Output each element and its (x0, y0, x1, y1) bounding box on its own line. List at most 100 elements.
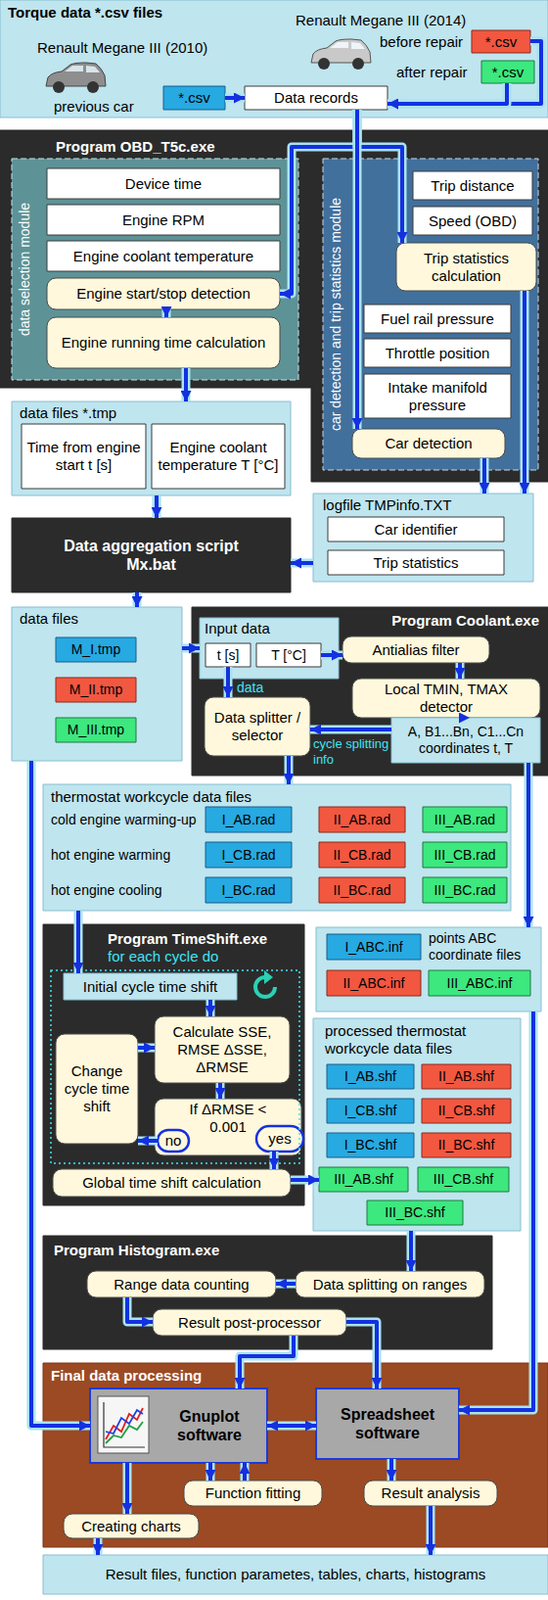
panel-title: logfile TMPinfo.TXT (322, 496, 529, 514)
process-box: Engine start/stop detection (46, 277, 280, 310)
connector (290, 560, 314, 565)
data-box: Speed (OBD) (412, 206, 533, 235)
process-box: Car detection (352, 428, 505, 458)
connector-group (225, 97, 245, 99)
connector-halo (387, 83, 507, 104)
process-box-shape (154, 1015, 290, 1083)
file-box-shape (421, 1132, 511, 1157)
decision-oval: no (157, 1129, 189, 1151)
box-label: Antialias filter (371, 640, 459, 659)
program-panel: Range data countingData splitting on ran… (43, 1234, 493, 1349)
data-box: Data records (244, 86, 388, 110)
process-box-shape (63, 1512, 199, 1538)
car-wheel (87, 81, 99, 93)
box-label: I_AB.shf (344, 1067, 397, 1085)
file-box-shape (471, 30, 531, 53)
connector-group (156, 495, 158, 518)
group-panel-shape (199, 617, 339, 679)
connector-halo (74, 910, 84, 973)
box-label: III_AB.shf (333, 1170, 394, 1188)
loop-boundary (50, 969, 300, 1163)
file-box-shape (55, 637, 137, 662)
connector (355, 109, 360, 429)
connector (242, 1461, 247, 1480)
module-label: data selection module (11, 158, 38, 380)
panel-title: Program OBD_T5c.exe (55, 137, 272, 156)
connector-group (524, 290, 526, 494)
group-panel: t [s]T [°C]Input data (199, 617, 339, 679)
group-panel-shape (11, 606, 183, 761)
data-box: Time from engine start t [s] (21, 423, 146, 489)
box-label: II_CB.shf (438, 1101, 496, 1119)
connector-halo (123, 1461, 133, 1513)
connector-group (137, 592, 138, 607)
data-box: T [°C] (256, 642, 321, 667)
box-label: Function fitting (205, 1483, 302, 1502)
data-box-shape (205, 642, 251, 667)
connector (239, 1334, 294, 1388)
connector-halo (182, 367, 191, 402)
connector (125, 1461, 130, 1513)
annotation-label: cycle splitting info (313, 735, 392, 767)
process-box: Trip statistics calculation (396, 242, 537, 291)
connector (137, 1138, 158, 1142)
connector (389, 1458, 394, 1480)
file-box: II_CB.rad (319, 841, 406, 868)
loop-arrowhead (264, 969, 274, 984)
row-label: cold engine warming-up (50, 811, 213, 828)
process-box-shape (52, 1168, 291, 1196)
box-label: no (165, 1131, 183, 1149)
software-box-shape (316, 1387, 459, 1459)
file-box-shape (319, 841, 406, 868)
file-box: II_CB.shf (421, 1097, 511, 1123)
group-panel: M_I.tmpM_II.tmpM_III.tmpdata files (11, 606, 183, 761)
box-label: Trip distance (430, 177, 514, 195)
process-box: Data splitting on ranges (295, 1270, 485, 1297)
connector-group (137, 1140, 158, 1142)
file-box-shape (205, 876, 292, 903)
chart-frame (97, 1395, 149, 1453)
box-label: Speed (OBD) (428, 212, 517, 230)
connector-halo (456, 662, 465, 679)
connector-halo (206, 999, 216, 1016)
process-box: noyesIf ΔRMSE < 0.001 (154, 1097, 302, 1155)
panel-title: Torque data *.csv files (7, 3, 243, 22)
process-box-shape (55, 1033, 138, 1143)
file-box: I_ABC.inf (326, 933, 421, 959)
connector-halo (346, 1321, 377, 1388)
connector (346, 1321, 377, 1388)
connector-group (228, 666, 229, 697)
file-box: *.csv (163, 86, 226, 110)
connector-group (387, 83, 507, 104)
connector-group (97, 1537, 99, 1554)
module-label: car detection and trip statistics module (322, 158, 349, 470)
connector-halo (275, 1278, 296, 1288)
connector (387, 41, 542, 104)
file-box-shape (326, 933, 421, 959)
box-label: Engine RPM (122, 211, 205, 229)
connector (279, 109, 358, 294)
group-panel: I_AB.radII_AB.radIII_AB.radI_CB.radII_CB… (43, 783, 511, 911)
chart-axes (103, 1401, 145, 1447)
connector (387, 83, 507, 104)
box-label: II_ABC.inf (342, 974, 405, 992)
process-box-shape (364, 1479, 498, 1506)
box-label: Result analysis (381, 1483, 481, 1502)
connector-group (346, 1321, 377, 1388)
panel-title: If ΔRMSE < 0.001 (183, 1099, 273, 1136)
process-box: Result post-processor (152, 1308, 347, 1335)
data-box-shape (412, 171, 533, 200)
box-label: I_AB.rad (222, 811, 275, 828)
connector-halo (152, 495, 162, 518)
connector-halo (240, 1461, 250, 1480)
connector (357, 109, 403, 243)
software-box: Gnuplot software (90, 1387, 268, 1462)
process-box: Calculate SSE, RMSE ΔSSE, ΔRMSE (154, 1015, 290, 1083)
connector-halo (93, 1537, 103, 1554)
data-box: Initial cycle time shift (63, 972, 237, 1000)
connector (182, 645, 200, 650)
data-box: Device time (46, 168, 280, 199)
process-box-shape (87, 1270, 276, 1297)
file-box-shape (55, 677, 137, 702)
